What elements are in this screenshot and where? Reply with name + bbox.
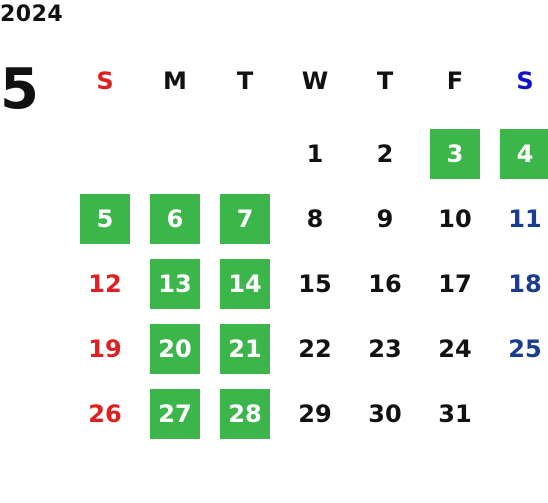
weekday-header-tuesday: T	[236, 67, 254, 95]
calendar-day-cell[interactable]: 19	[70, 316, 140, 381]
calendar-empty-cell	[70, 121, 140, 186]
calendar-day-cell[interactable]: 22	[280, 316, 350, 381]
weekday-header-wednesday: W	[301, 67, 329, 95]
holiday-day-number: 4	[500, 128, 548, 179]
calendar-day-cell[interactable]: 27	[140, 381, 210, 446]
calendar-day-cell[interactable]: 4	[490, 121, 548, 186]
calendar-day-cell[interactable]: 30	[350, 381, 420, 446]
calendar-day-cell[interactable]: 16	[350, 251, 420, 316]
calendar-day-cell[interactable]: 7	[210, 186, 280, 251]
day-number: 31	[438, 399, 472, 428]
weekday-header-saturday: S	[516, 67, 534, 95]
day-number: 9	[376, 204, 394, 233]
day-number: 15	[298, 269, 332, 298]
calendar-day-cell[interactable]: 21	[210, 316, 280, 381]
calendar-day-cell[interactable]: 10	[420, 186, 490, 251]
day-number: 2	[376, 139, 394, 168]
calendar-day-cell[interactable]: 31	[420, 381, 490, 446]
holiday-day-number: 14	[220, 258, 270, 309]
holiday-day-number: 5	[80, 193, 130, 244]
calendar-day-cell[interactable]: 13	[140, 251, 210, 316]
day-number: 19	[88, 334, 122, 363]
calendar-day-cell[interactable]: 25	[490, 316, 548, 381]
calendar-day-cell[interactable]: 1	[280, 121, 350, 186]
holiday-day-number: 7	[220, 193, 270, 244]
calendar-day-cell[interactable]: 14	[210, 251, 280, 316]
weekday-header-friday: F	[446, 67, 464, 95]
weekday-header-thursday: T	[376, 67, 394, 95]
calendar-day-cell[interactable]: 24	[420, 316, 490, 381]
day-number: 12	[88, 269, 122, 298]
holiday-day-number: 13	[150, 258, 200, 309]
day-number: 23	[368, 334, 402, 363]
day-number: 16	[368, 269, 402, 298]
day-number: 8	[306, 204, 324, 233]
calendar-day-cell[interactable]: 11	[490, 186, 548, 251]
calendar-day-cell[interactable]: 6	[140, 186, 210, 251]
holiday-day-number: 20	[150, 323, 200, 374]
holiday-day-number: 28	[220, 388, 270, 439]
weekday-header-sunday: S	[96, 67, 114, 95]
calendar-empty-cell	[490, 381, 548, 446]
calendar-day-cell[interactable]: 8	[280, 186, 350, 251]
holiday-day-number: 27	[150, 388, 200, 439]
day-number: 25	[508, 334, 542, 363]
calendar-day-cell[interactable]: 9	[350, 186, 420, 251]
calendar-day-cell[interactable]: 20	[140, 316, 210, 381]
holiday-day-number: 6	[150, 193, 200, 244]
calendar-day-cell[interactable]: 26	[70, 381, 140, 446]
calendar-day-cell[interactable]: 29	[280, 381, 350, 446]
calendar-day-cell[interactable]: 28	[210, 381, 280, 446]
calendar-day-cell[interactable]: 2	[350, 121, 420, 186]
calendar-day-cell[interactable]: 12	[70, 251, 140, 316]
weekday-header-monday: M	[163, 67, 187, 95]
day-number: 17	[438, 269, 472, 298]
day-number: 10	[438, 204, 472, 233]
calendar-day-cell[interactable]: 23	[350, 316, 420, 381]
calendar-month: 5	[0, 57, 39, 122]
calendar-day-cell[interactable]: 3	[420, 121, 490, 186]
day-number: 11	[508, 204, 542, 233]
calendar-day-cell[interactable]: 5	[70, 186, 140, 251]
day-number: 29	[298, 399, 332, 428]
day-number: 24	[438, 334, 472, 363]
day-number: 18	[508, 269, 542, 298]
holiday-day-number: 3	[430, 128, 480, 179]
holiday-day-number: 21	[220, 323, 270, 374]
day-number: 1	[306, 139, 324, 168]
calendar-day-cell[interactable]: 17	[420, 251, 490, 316]
calendar-year: 2024	[0, 2, 64, 27]
calendar-empty-cell	[210, 121, 280, 186]
calendar-day-cell[interactable]: 15	[280, 251, 350, 316]
calendar-empty-cell	[140, 121, 210, 186]
day-number: 22	[298, 334, 332, 363]
day-number: 30	[368, 399, 402, 428]
calendar-day-cell[interactable]: 18	[490, 251, 548, 316]
day-number: 26	[88, 399, 122, 428]
